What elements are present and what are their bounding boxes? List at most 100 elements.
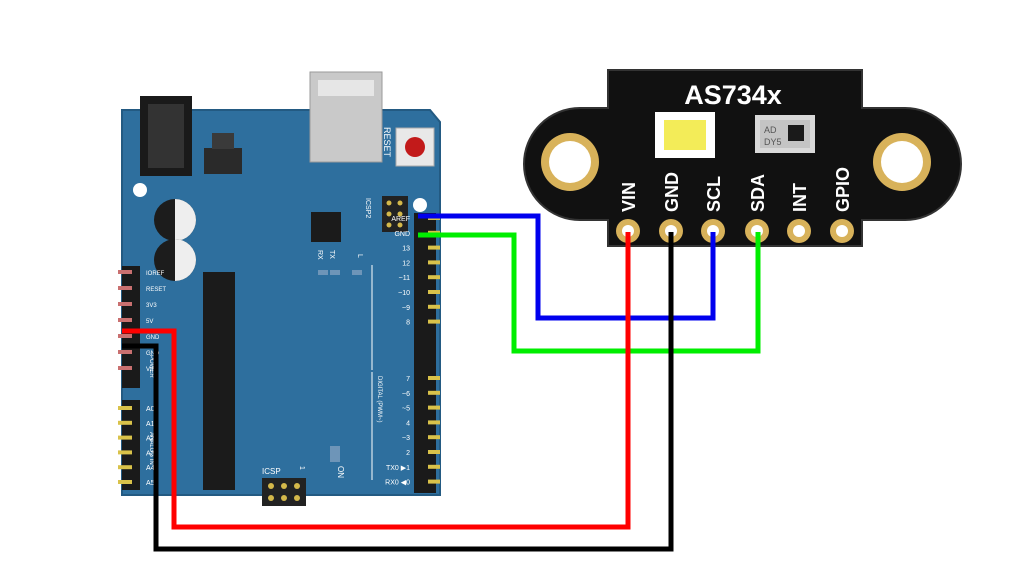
header-pin (118, 406, 132, 410)
header-pin (118, 420, 132, 425)
header-pin (118, 465, 132, 470)
power-header (122, 266, 140, 388)
mounting-hole (133, 183, 147, 197)
icsp2-pin (397, 211, 403, 217)
sensor-pin-hole (793, 225, 805, 237)
header-pin (428, 376, 440, 380)
header-pin-label: 2 (406, 450, 410, 457)
icsp2-pin (386, 222, 392, 228)
header-pin-label: RX0 ◀0 (385, 480, 410, 487)
header-pin (428, 479, 440, 484)
header-pin-label: 4 (406, 420, 410, 427)
icsp-pin (281, 495, 287, 501)
mounting-hole (549, 141, 591, 183)
sensor-pin-hole (836, 225, 848, 237)
sensor-pin-label-gnd: GND (662, 172, 682, 212)
sensor-title: AS734x (684, 80, 782, 110)
power-label: POWER (148, 355, 154, 378)
header-pin-label: ~5 (402, 406, 410, 413)
icsp2-pin (386, 211, 392, 217)
header-pin-label: ~9 (402, 305, 410, 312)
header-pin (428, 464, 440, 469)
header-pin-label: GND (394, 231, 410, 238)
sensor-pin-label-sda: SDA (748, 174, 768, 212)
rx-label: RX (316, 250, 323, 260)
icsp2-pin (397, 222, 403, 228)
header-pin (428, 319, 440, 324)
header-pin (118, 302, 132, 306)
sensor-pin-hole (665, 225, 677, 237)
icsp-pin (268, 483, 274, 489)
power-jack-inner (148, 104, 184, 168)
sda-wire (418, 232, 761, 354)
tx-led (330, 270, 340, 275)
voltage-regulator-tab (212, 133, 234, 149)
reset-label: RESET (382, 127, 392, 158)
sensor-chip-text: DY5 (764, 137, 782, 147)
header-pin-label: 12 (402, 260, 410, 267)
icsp2-label: ICSP2 (364, 198, 371, 218)
sensor-pin-row: VIN GND SCL SDA INT GPIO (616, 167, 854, 243)
sensor-pin-label-gpio: GPIO (833, 167, 853, 212)
sensor-pin-hole (707, 225, 719, 237)
on-label: ON (336, 466, 345, 478)
mounting-hole (413, 198, 427, 212)
icsp-pin (281, 483, 287, 489)
sensor-pin-label-int: INT (790, 183, 810, 212)
sensor-pin-label-scl: SCL (704, 176, 724, 212)
capacitor-stripe (175, 199, 196, 241)
icsp-pin1-label: 1 (298, 466, 305, 470)
header-pin (428, 450, 440, 454)
header-pin (118, 286, 132, 290)
gnd-wire (122, 232, 674, 552)
analog-header (122, 400, 140, 490)
header-pin-label: VIN (146, 367, 156, 373)
header-pin (428, 290, 440, 294)
header-pin (118, 270, 132, 274)
header-pin-label: ~11 (399, 275, 410, 282)
icsp-pin (294, 483, 300, 489)
capacitor-stripe (175, 239, 196, 281)
tx-label: TX (328, 250, 335, 259)
usb-controller-chip (311, 212, 341, 242)
header-pin (428, 390, 440, 395)
sensor-chip-text: AD (764, 125, 777, 135)
header-pin-label: A2 (146, 436, 155, 443)
icsp2-pin (397, 200, 403, 206)
on-led (330, 446, 340, 462)
header-pin (118, 450, 132, 455)
reset-button-cap[interactable] (405, 137, 425, 157)
vin-wire (122, 232, 631, 530)
header-pin (118, 435, 132, 440)
icsp-pin (294, 495, 300, 501)
sensor-pcb (523, 69, 962, 247)
as734x-sensor-board: AS734x AD DY5 VIN GND SCL SDA INT GPIO (523, 69, 962, 247)
header-pin-label: IOREF (146, 271, 165, 277)
header-pin-label: 8 (406, 320, 410, 327)
header-pin (428, 275, 440, 280)
usb-port-detail (318, 80, 374, 96)
analog-label: ANALOG IN (148, 432, 154, 465)
header-pin-label: A3 (146, 450, 155, 457)
header-pin (428, 304, 440, 309)
header-pin (118, 334, 132, 338)
header-pin (428, 245, 440, 250)
header-pin-label: 7 (406, 376, 410, 383)
header-pin (118, 350, 132, 354)
header-pin (118, 318, 132, 322)
header-pin-label: 5V (146, 319, 153, 325)
sensor-pin-label-vin: VIN (619, 182, 639, 212)
icsp-header (262, 478, 306, 506)
led-emitter (664, 120, 706, 150)
header-pin (428, 420, 440, 425)
header-pin-label: TX0 ▶1 (386, 465, 410, 472)
voltage-regulator (204, 148, 242, 174)
header-pin-label: ~6 (402, 391, 410, 398)
header-pin-label: GND (146, 335, 160, 341)
icsp2-pin (386, 200, 392, 206)
icsp-label: ICSP (262, 467, 281, 476)
